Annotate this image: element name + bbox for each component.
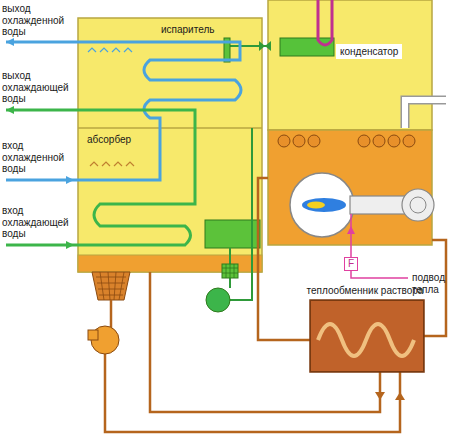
node-title: конденсатор xyxy=(340,45,398,58)
text-label: вход охлажденной воды xyxy=(2,140,76,175)
heat-exchanger-body xyxy=(310,300,424,372)
text-label: абсорбер xyxy=(86,134,132,146)
node-title: F xyxy=(345,258,357,269)
condenser-label: конденсатор xyxy=(336,44,402,59)
text-label: выход охлажденной воды xyxy=(2,3,76,38)
heat-exchanger-box: теплообменник раствора xyxy=(300,284,430,372)
flow-sensor-box: F xyxy=(344,257,358,271)
text-label: вход охлаждающей воды xyxy=(2,205,76,240)
node-title: теплообменник раствора xyxy=(300,284,430,300)
text-label: выход охлаждающей воды xyxy=(2,70,76,105)
text-label: испаритель xyxy=(160,24,215,36)
